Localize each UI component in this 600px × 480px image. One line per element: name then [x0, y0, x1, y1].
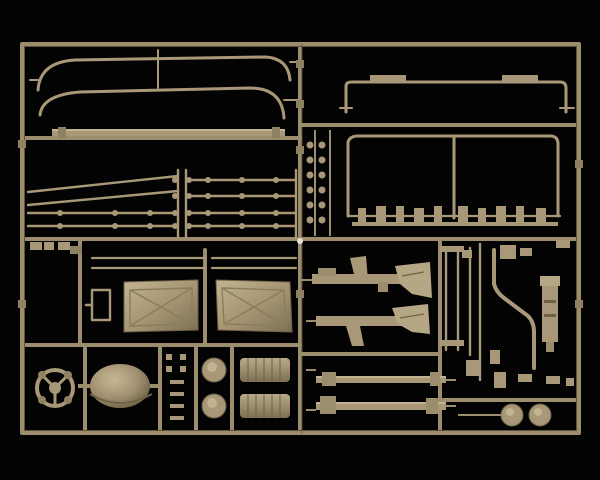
gates: [18, 60, 583, 308]
helmet: [78, 364, 162, 408]
bracket-row: [352, 206, 558, 226]
chain-parts: [166, 354, 186, 420]
rifle-pegs: [306, 369, 456, 411]
rifle-lower: [316, 396, 446, 414]
small-tabs: [30, 242, 82, 254]
machine-gun-upper: [300, 256, 432, 298]
right-rod-caps: [440, 246, 472, 346]
rod-knobs-middle: [205, 177, 279, 229]
round-disks-left: [201, 357, 227, 419]
jerry-can-left: [123, 279, 199, 333]
rifle-upper: [316, 372, 446, 386]
exhaust-part: [540, 276, 560, 352]
drum-upper: [240, 358, 290, 382]
knob-ladder: [297, 130, 331, 244]
top-right-tabs: [370, 75, 538, 82]
round-disks-right: [458, 403, 552, 427]
right-brackets: [500, 240, 570, 259]
machine-gun-lower: [306, 304, 430, 346]
right-lower-small-parts: [466, 350, 574, 388]
fuel-strips: [90, 256, 298, 270]
top-right-bar: [339, 80, 575, 114]
frame-shading: [24, 46, 577, 431]
right-vertical-rods: [444, 242, 482, 382]
drum-lower: [240, 394, 290, 418]
steering-wheel: [35, 368, 75, 408]
jerry-can-right: [215, 279, 293, 333]
flat-bar: [52, 127, 285, 138]
rod-knobs-left: [57, 177, 192, 229]
sprue-frame: [20, 42, 581, 435]
fuel-cap-frame: [84, 288, 112, 322]
curved-pipe: [492, 248, 536, 370]
